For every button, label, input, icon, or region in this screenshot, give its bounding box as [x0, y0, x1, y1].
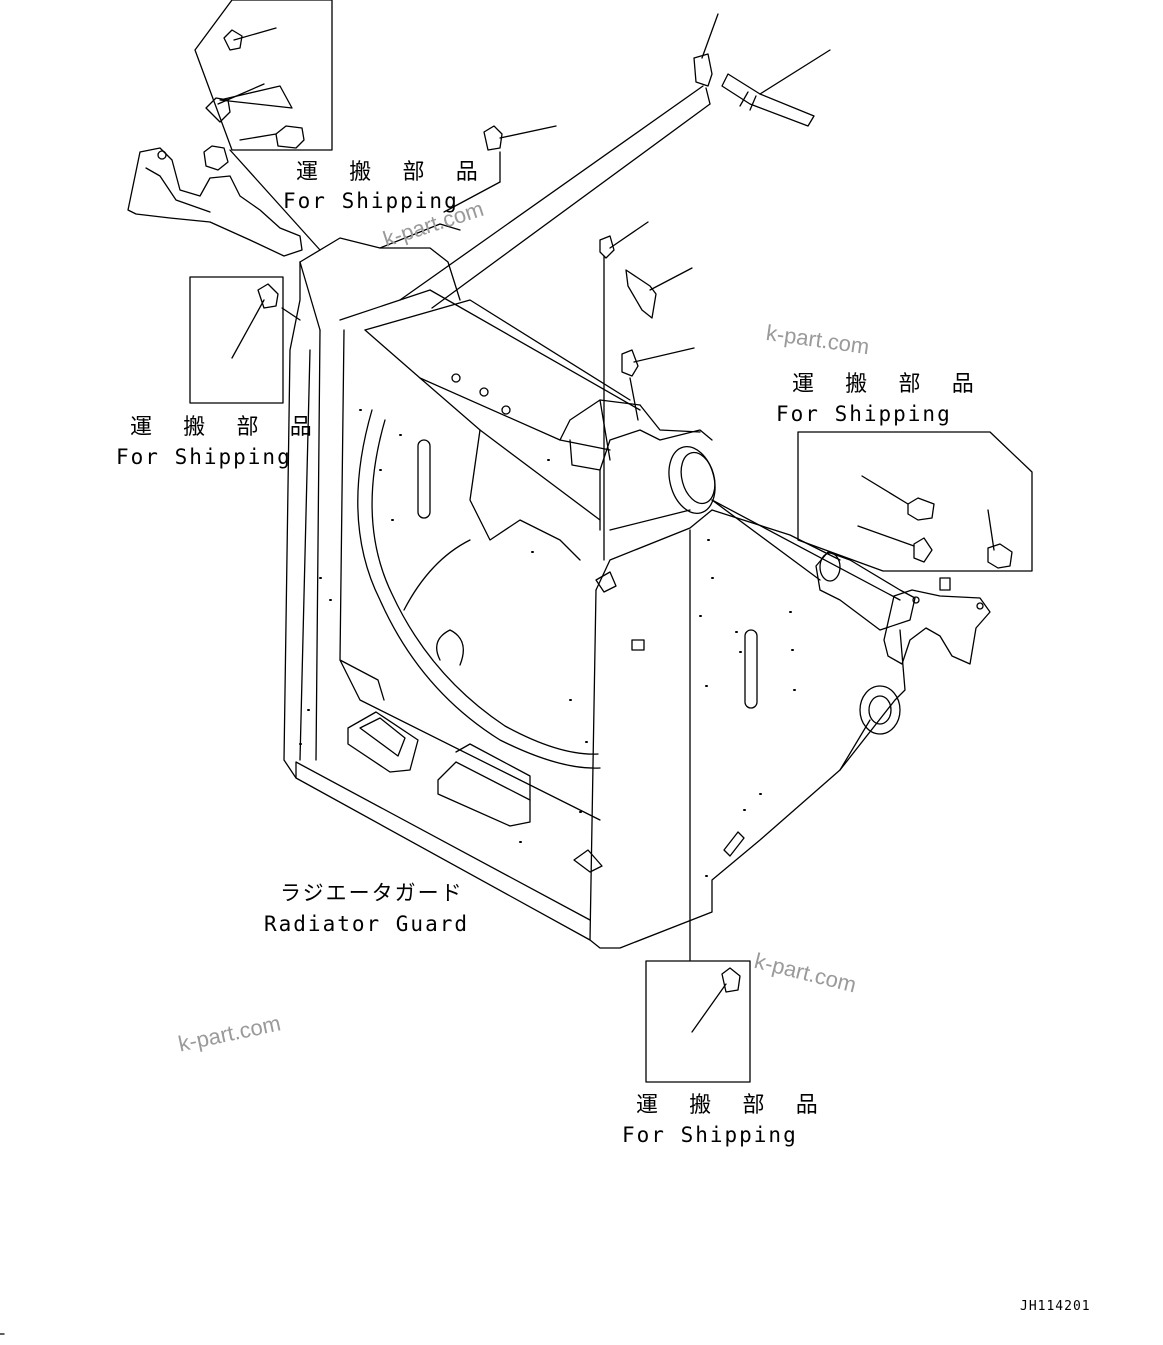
right-shipping-bracket: [815, 551, 991, 665]
shipping-label-en-bottom: For Shipping: [622, 1123, 798, 1147]
connection-lines: [229, 85, 901, 961]
shipping-label-jp-right: 運 搬 部 品: [792, 372, 983, 397]
shipping-box-right: [797, 431, 1033, 572]
hose-top-right: [625, 49, 831, 319]
shipping-box-bottom: [645, 960, 751, 1083]
part-leaders: [217, 13, 995, 1033]
drawing-code: JH114201: [1020, 1299, 1091, 1314]
shipping-label-jp-bottom: 運 搬 部 品: [636, 1093, 827, 1118]
shipping-label-en-top: For Shipping: [283, 189, 459, 213]
hardware-bolts: [203, 29, 1013, 993]
bottom-plates: [347, 571, 645, 873]
shipping-label-en-right: For Shipping: [776, 402, 952, 426]
shipping-box-left: [189, 276, 284, 404]
radiator-guard-label-jp: ラジエータガード: [280, 881, 464, 905]
fan-shroud: [357, 409, 601, 769]
shipping-box-top-left: [194, 0, 333, 151]
shipping-label-en-left: For Shipping: [116, 445, 292, 469]
upper-beam: [299, 223, 713, 561]
radiator-guard-frame: [283, 261, 906, 949]
shipping-label-jp-top: 運 搬 部 品: [296, 160, 487, 185]
lower-right-ring: [859, 685, 901, 735]
right-hub: [599, 446, 716, 531]
radiator-guard-label-en: Radiator Guard: [264, 912, 470, 936]
rivet-dots: [299, 409, 796, 877]
left-shipping-bracket: [127, 147, 303, 257]
shipping-label-jp-left: 運 搬 部 品: [130, 415, 321, 440]
frame-slots: [417, 439, 758, 857]
